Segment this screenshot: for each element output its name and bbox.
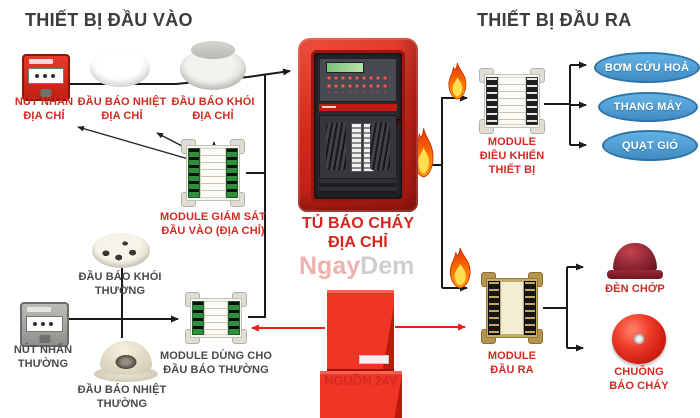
panel-led-grid xyxy=(327,76,391,93)
panel-wiring-bay xyxy=(319,115,397,179)
call-point-logo xyxy=(27,307,51,312)
panel-door-lock xyxy=(396,119,402,125)
watermark: NgayDem xyxy=(299,252,414,281)
output-devices-title: THIẾT BỊ ĐẦU RA xyxy=(477,10,632,30)
module-terminals xyxy=(226,148,238,198)
module-label-plate xyxy=(204,301,228,335)
call-point-slot xyxy=(40,89,52,97)
module-terminals xyxy=(488,281,500,335)
panel-main-board xyxy=(319,58,397,102)
label-addressable-heat-detector: ĐẦU BÁO NHIỆT ĐỊA CHỈ xyxy=(77,96,167,122)
power-supply-24v-image xyxy=(327,290,394,369)
label-addressable-call-point: NÚT NHẤN ĐỊA CHỈ xyxy=(14,96,74,122)
label-conventional-heat-detector: ĐẦU BÁO NHIỆT THƯỜNG xyxy=(77,384,167,410)
module-label-plate xyxy=(500,281,524,335)
conventional-smoke-detector-image xyxy=(92,233,150,268)
conventional-call-point-image xyxy=(20,302,69,347)
panel-wires-right xyxy=(370,123,390,170)
black-signal-lines xyxy=(65,61,587,352)
panel-vent xyxy=(319,179,397,195)
call-point-slot xyxy=(39,335,50,343)
addressable-smoke-detector-image xyxy=(180,41,246,90)
watermark-part2: Dem xyxy=(360,252,415,280)
label-conventional-detector-module: MODULE DÙNG CHO ĐẦU BÁO THƯỜNG xyxy=(159,350,273,376)
strobe-dome xyxy=(613,243,657,272)
conventional-detector-module-image xyxy=(185,292,247,344)
label-addressable-smoke-detector: ĐẦU BÁO KHÓI ĐỊA CHỈ xyxy=(171,96,255,122)
module-terminals xyxy=(486,77,498,125)
label-output-module: MODULE ĐẦU RA xyxy=(487,350,537,376)
addressable-call-point-image xyxy=(22,54,70,101)
power-24v-lines xyxy=(251,323,466,332)
output-module-image xyxy=(481,272,543,344)
call-point-panel xyxy=(26,316,63,332)
module-terminals xyxy=(188,148,200,198)
target-exhaust-fan: QUẠT GIÓ xyxy=(602,130,698,161)
alarm-bell-image xyxy=(612,314,666,364)
addressable-heat-detector-image xyxy=(90,50,150,87)
module-label-plate xyxy=(498,77,526,125)
power-supply-sticker xyxy=(359,355,389,364)
watermark-part1: Ngay xyxy=(299,252,361,280)
label-power-supply: NGUỒN 24V xyxy=(320,371,402,418)
conventional-heat-detector-image xyxy=(94,336,158,382)
label-conventional-smoke-detector: ĐẦU BÁO KHÓI THƯỜNG xyxy=(78,271,162,297)
call-point-panel xyxy=(28,68,64,84)
module-terminals xyxy=(228,301,240,335)
call-point-logo xyxy=(29,59,53,64)
panel-wires-left xyxy=(326,123,346,170)
label-alarm-bell: CHUÔNG BÁO CHÁY xyxy=(609,366,669,392)
panel-brand-stripe xyxy=(319,104,397,111)
label-conventional-call-point: NÚT NHẤN THƯỜNG xyxy=(13,344,73,370)
module-terminals xyxy=(526,77,538,125)
module-terminals xyxy=(524,281,536,335)
device-control-module-image xyxy=(479,68,545,134)
input-monitor-module-image xyxy=(181,139,245,207)
label-input-monitor-module: MODULE GIÁM SÁT ĐẦU VÀO (ĐỊA CHỈ) xyxy=(160,211,266,237)
detector-center-ring xyxy=(115,355,137,369)
label-device-control-module: MODULE ĐIỀU KHIỂN THIẾT BỊ xyxy=(479,136,545,176)
panel-terminal-strip xyxy=(351,123,362,172)
fire-alarm-control-panel-image xyxy=(298,38,418,212)
module-label-plate xyxy=(200,148,226,198)
label-control-panel: TỦ BÁO CHÁY ĐỊA CHỈ xyxy=(301,215,415,252)
input-devices-title: THIẾT BỊ ĐẦU VÀO xyxy=(25,10,193,30)
target-elevator: THANG MÁY xyxy=(598,92,698,122)
strobe-base xyxy=(607,270,663,279)
module-terminals xyxy=(192,301,204,335)
panel-window xyxy=(314,53,402,199)
target-fire-pump: BƠM CỨU HOẢ xyxy=(594,52,700,83)
label-strobe-light: ĐÈN CHỚP xyxy=(605,283,665,295)
panel-lcd-display xyxy=(326,62,364,73)
strobe-light-image xyxy=(607,243,663,279)
